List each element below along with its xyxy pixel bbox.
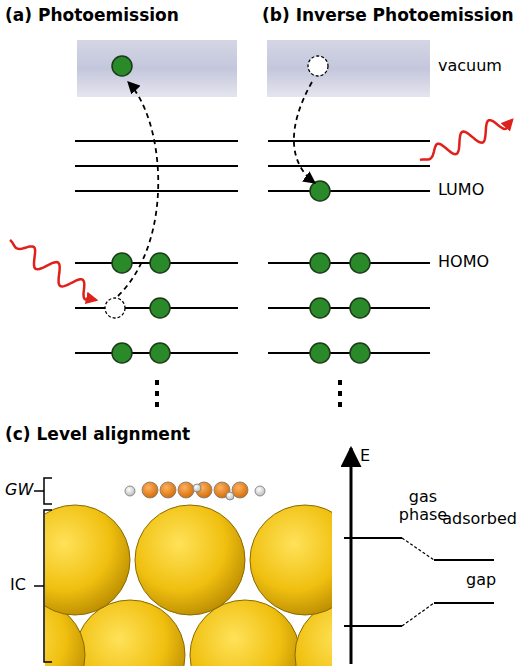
drawing-part (268, 307, 430, 309)
drawing-part (193, 484, 201, 492)
drawing-part (268, 190, 430, 192)
drawing-part (155, 402, 159, 407)
drawing-part (232, 482, 248, 498)
photon-waves (10, 120, 512, 300)
drawing-part (44, 478, 52, 504)
drawing-part (155, 391, 159, 396)
panel-title: (b) Inverse Photoemission (262, 6, 514, 26)
emission-arrow (118, 82, 158, 296)
drawing-part (255, 486, 265, 496)
level-label: LUMO (438, 181, 484, 199)
drawing-part (268, 165, 430, 167)
drawing-part (268, 140, 430, 142)
brackets (34, 478, 52, 662)
drawing-part (338, 402, 342, 407)
drawing-part (75, 140, 238, 142)
vacuum-band (267, 40, 430, 97)
drawing-part (310, 253, 330, 273)
drawing-part (125, 486, 135, 496)
vacuum-band (77, 40, 237, 97)
level-label: vacuum (438, 57, 502, 75)
drawing-part (310, 298, 330, 318)
drawing-part (350, 343, 370, 363)
drawing-part (150, 253, 170, 273)
drawing-part (45, 505, 130, 615)
drawing-part (338, 380, 342, 385)
drawing-part (350, 298, 370, 318)
electrons (112, 56, 370, 363)
photon-wave (10, 240, 96, 300)
drawing-part (350, 253, 370, 273)
drawing-part (310, 343, 330, 363)
holes (105, 56, 328, 318)
drawing-part (44, 510, 52, 662)
drawing-part (344, 537, 402, 539)
drawing-part (112, 253, 132, 273)
drawing-part (310, 181, 330, 201)
drawing-part (75, 165, 238, 167)
drawing-part (34, 585, 44, 587)
drawing-part (142, 482, 158, 498)
drawing-part (308, 56, 328, 76)
drawing-part (226, 492, 234, 500)
drawing-part (402, 538, 434, 560)
photon-wave (420, 120, 512, 160)
gap-label: gap (466, 571, 496, 589)
drawing-part (344, 625, 402, 627)
panel-title: (c) Level alignment (5, 425, 190, 445)
drawing-part (150, 298, 170, 318)
drawing-part (268, 352, 430, 354)
bracket-label: IC (10, 576, 26, 594)
drawing-part (135, 505, 245, 615)
alignment-guides (402, 538, 434, 626)
benzene-molecule (125, 482, 265, 500)
drawing-part (105, 298, 125, 318)
drawing-part (160, 482, 176, 498)
energy-axis (350, 448, 353, 664)
drawing-part (268, 262, 430, 264)
capture-arrow (294, 82, 315, 183)
energy-levels (75, 141, 430, 353)
drawing-part (338, 391, 342, 396)
gold-surface (45, 505, 332, 666)
drawing-part (34, 490, 44, 492)
drawing-part (434, 602, 494, 604)
drawing-part (250, 505, 332, 615)
level-label: HOMO (438, 253, 489, 271)
drawing-part (155, 380, 159, 385)
bracket-label: GW (5, 481, 33, 499)
drawing-part (150, 343, 170, 363)
axis-label: E (360, 447, 370, 465)
column-label: adsorbed (442, 510, 517, 528)
drawing-part (75, 190, 238, 192)
drawing-part (112, 343, 132, 363)
drawing-part (112, 56, 132, 76)
drawing-part (434, 559, 494, 561)
panel-title: (a) Photoemission (5, 6, 179, 26)
ellipsis-dots (155, 380, 342, 407)
drawing-part (178, 482, 194, 498)
drawing-part (402, 603, 434, 626)
